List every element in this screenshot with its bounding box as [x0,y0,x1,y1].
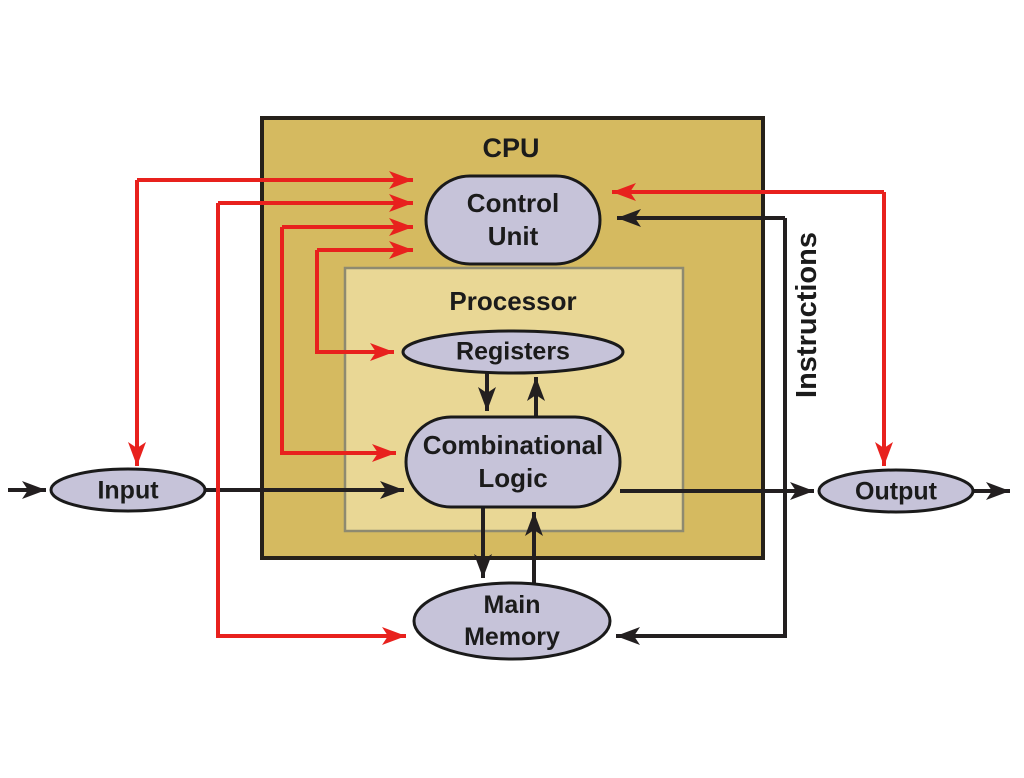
main-memory-label: Main Memory [464,591,560,651]
combinational-logic-label: Combinational Logic [422,430,604,493]
control-unit-node [424,174,602,266]
edge-red-control-unit-to-main-memory [216,203,406,645]
registers-node [401,329,625,375]
instructions-edge-label: Instructions [790,232,823,398]
output-label: Output [855,477,937,506]
edge-instructions-to-main-memory [616,218,787,645]
processor-label: Processor [449,285,577,316]
control-unit-label: Control Unit [466,188,560,251]
combinational-logic-node [404,415,622,509]
registers-label: Registers [456,337,570,366]
input-label: Input [97,476,159,505]
cpu-label: CPU [482,133,540,164]
output-node [817,468,975,514]
edge-red-control-unit-to-registers [315,250,394,361]
edge-red-control-unit-to-combinational-logic [280,227,396,462]
input-node [49,467,207,513]
main-memory-node [412,581,612,661]
